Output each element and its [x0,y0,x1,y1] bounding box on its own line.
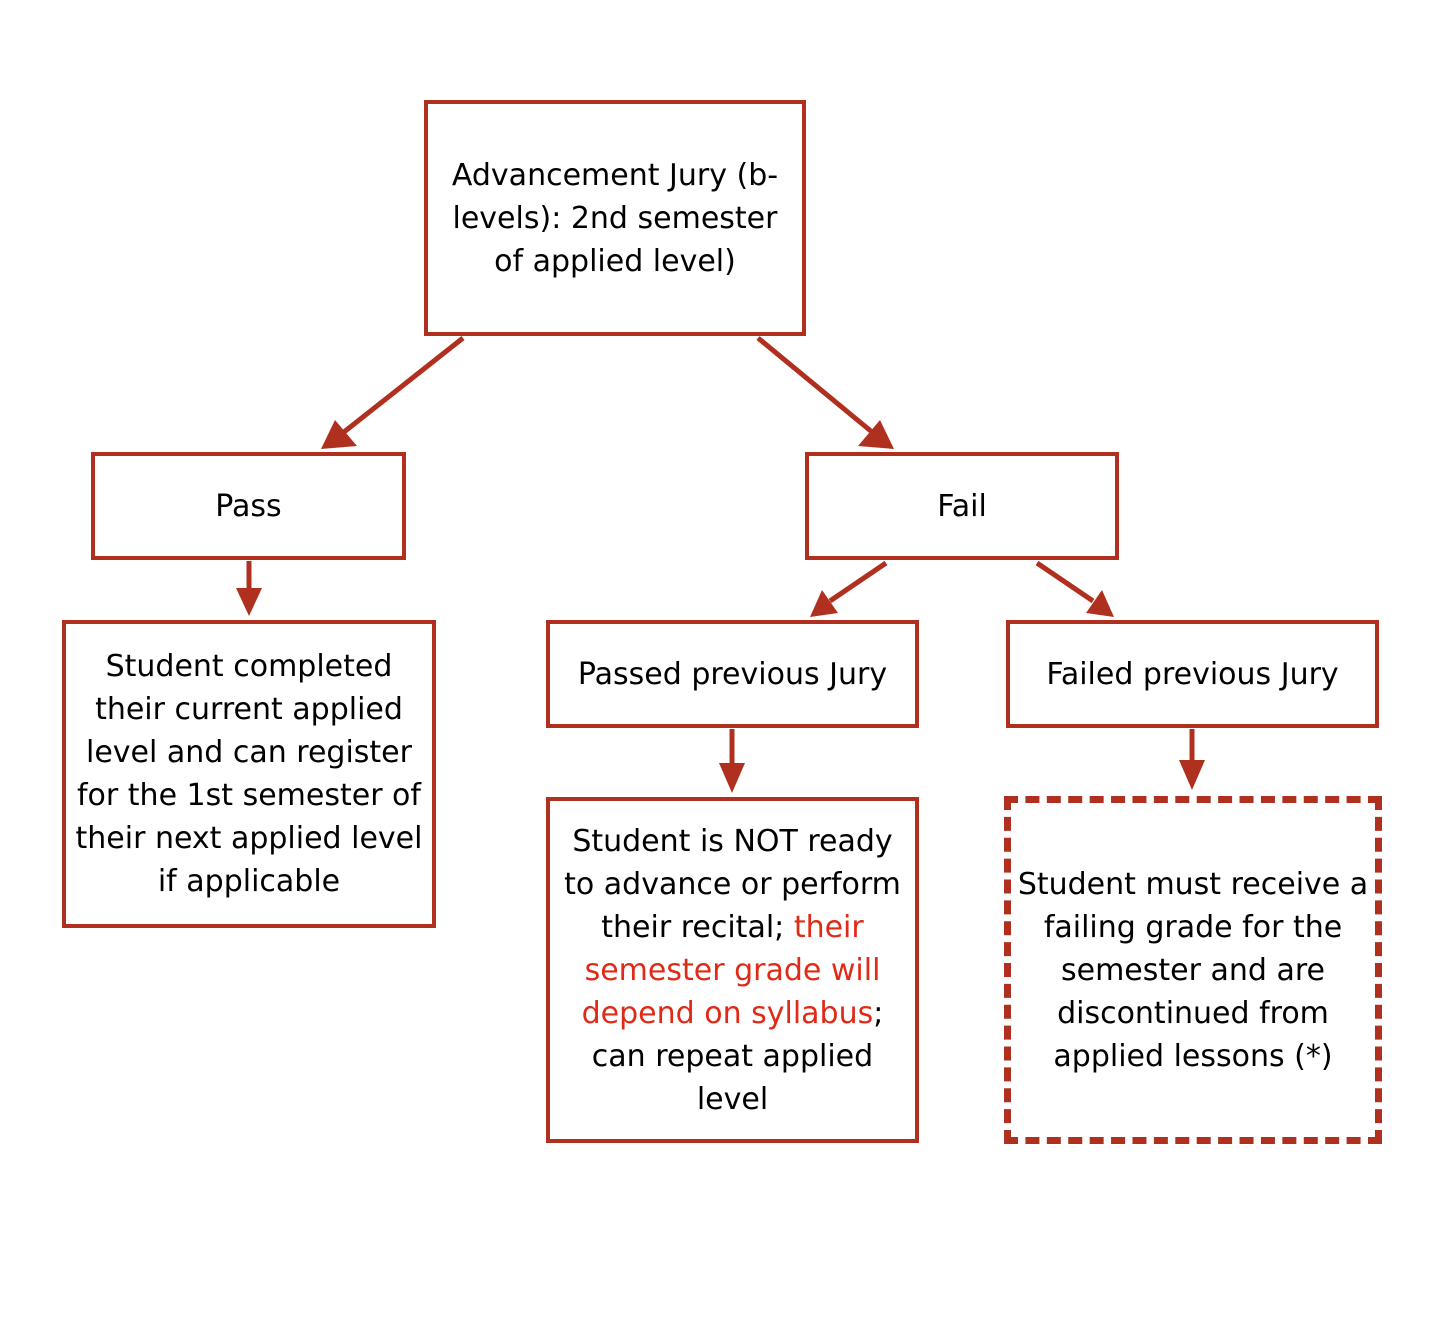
not-ready-result-text: Student is NOT ready to advance or perfo… [556,820,909,1121]
arrowhead-pass-to-result [236,588,262,616]
pass-node: Pass [91,452,406,560]
advancement-jury-node: Advancement Jury (b-levels): 2nd semeste… [424,100,806,336]
fail-label: Fail [937,488,987,524]
pass-result-label: Student completed their current applied … [75,649,423,899]
advancement-jury-label: Advancement Jury (b-levels): 2nd semeste… [451,157,779,279]
arrow-root-to-fail-line [756,336,874,434]
pass-label: Pass [215,488,282,524]
arrowhead-fail-to-passed-previous [810,590,838,617]
fail-node: Fail [805,452,1119,560]
passed-previous-jury-label: Passed previous Jury [577,656,888,692]
failed-previous-jury-label: Failed previous Jury [1046,656,1339,692]
pass-result-node: Student completed their current applied … [62,620,436,928]
arrow-fail-to-passed-previous-line [828,560,888,604]
arrow-fail-to-failed-previous-line [1035,560,1095,604]
failing-grade-result-node: Student must receive a failing grade for… [1004,796,1382,1144]
arrowhead-failed-previous-to-result [1179,760,1205,790]
arrow-root-to-pass-line [342,336,465,434]
passed-previous-jury-node: Passed previous Jury [546,620,919,728]
not-ready-text-before: Student is NOT ready to advance or perfo… [564,823,901,945]
arrowhead-root-to-fail [858,420,894,449]
grade-depends-highlight: their semester grade will depend on syll… [581,909,881,1031]
arrowhead-fail-to-failed-previous [1086,590,1114,617]
arrowhead-passed-previous-to-result [719,763,745,793]
not-ready-text-after: ; can repeat applied level [591,995,884,1117]
failed-previous-jury-node: Failed previous Jury [1006,620,1379,728]
failing-grade-result-label: Student must receive a failing grade for… [1017,866,1369,1074]
not-ready-result-node: Student is NOT ready to advance or perfo… [546,797,919,1143]
arrowhead-root-to-pass [321,420,357,449]
